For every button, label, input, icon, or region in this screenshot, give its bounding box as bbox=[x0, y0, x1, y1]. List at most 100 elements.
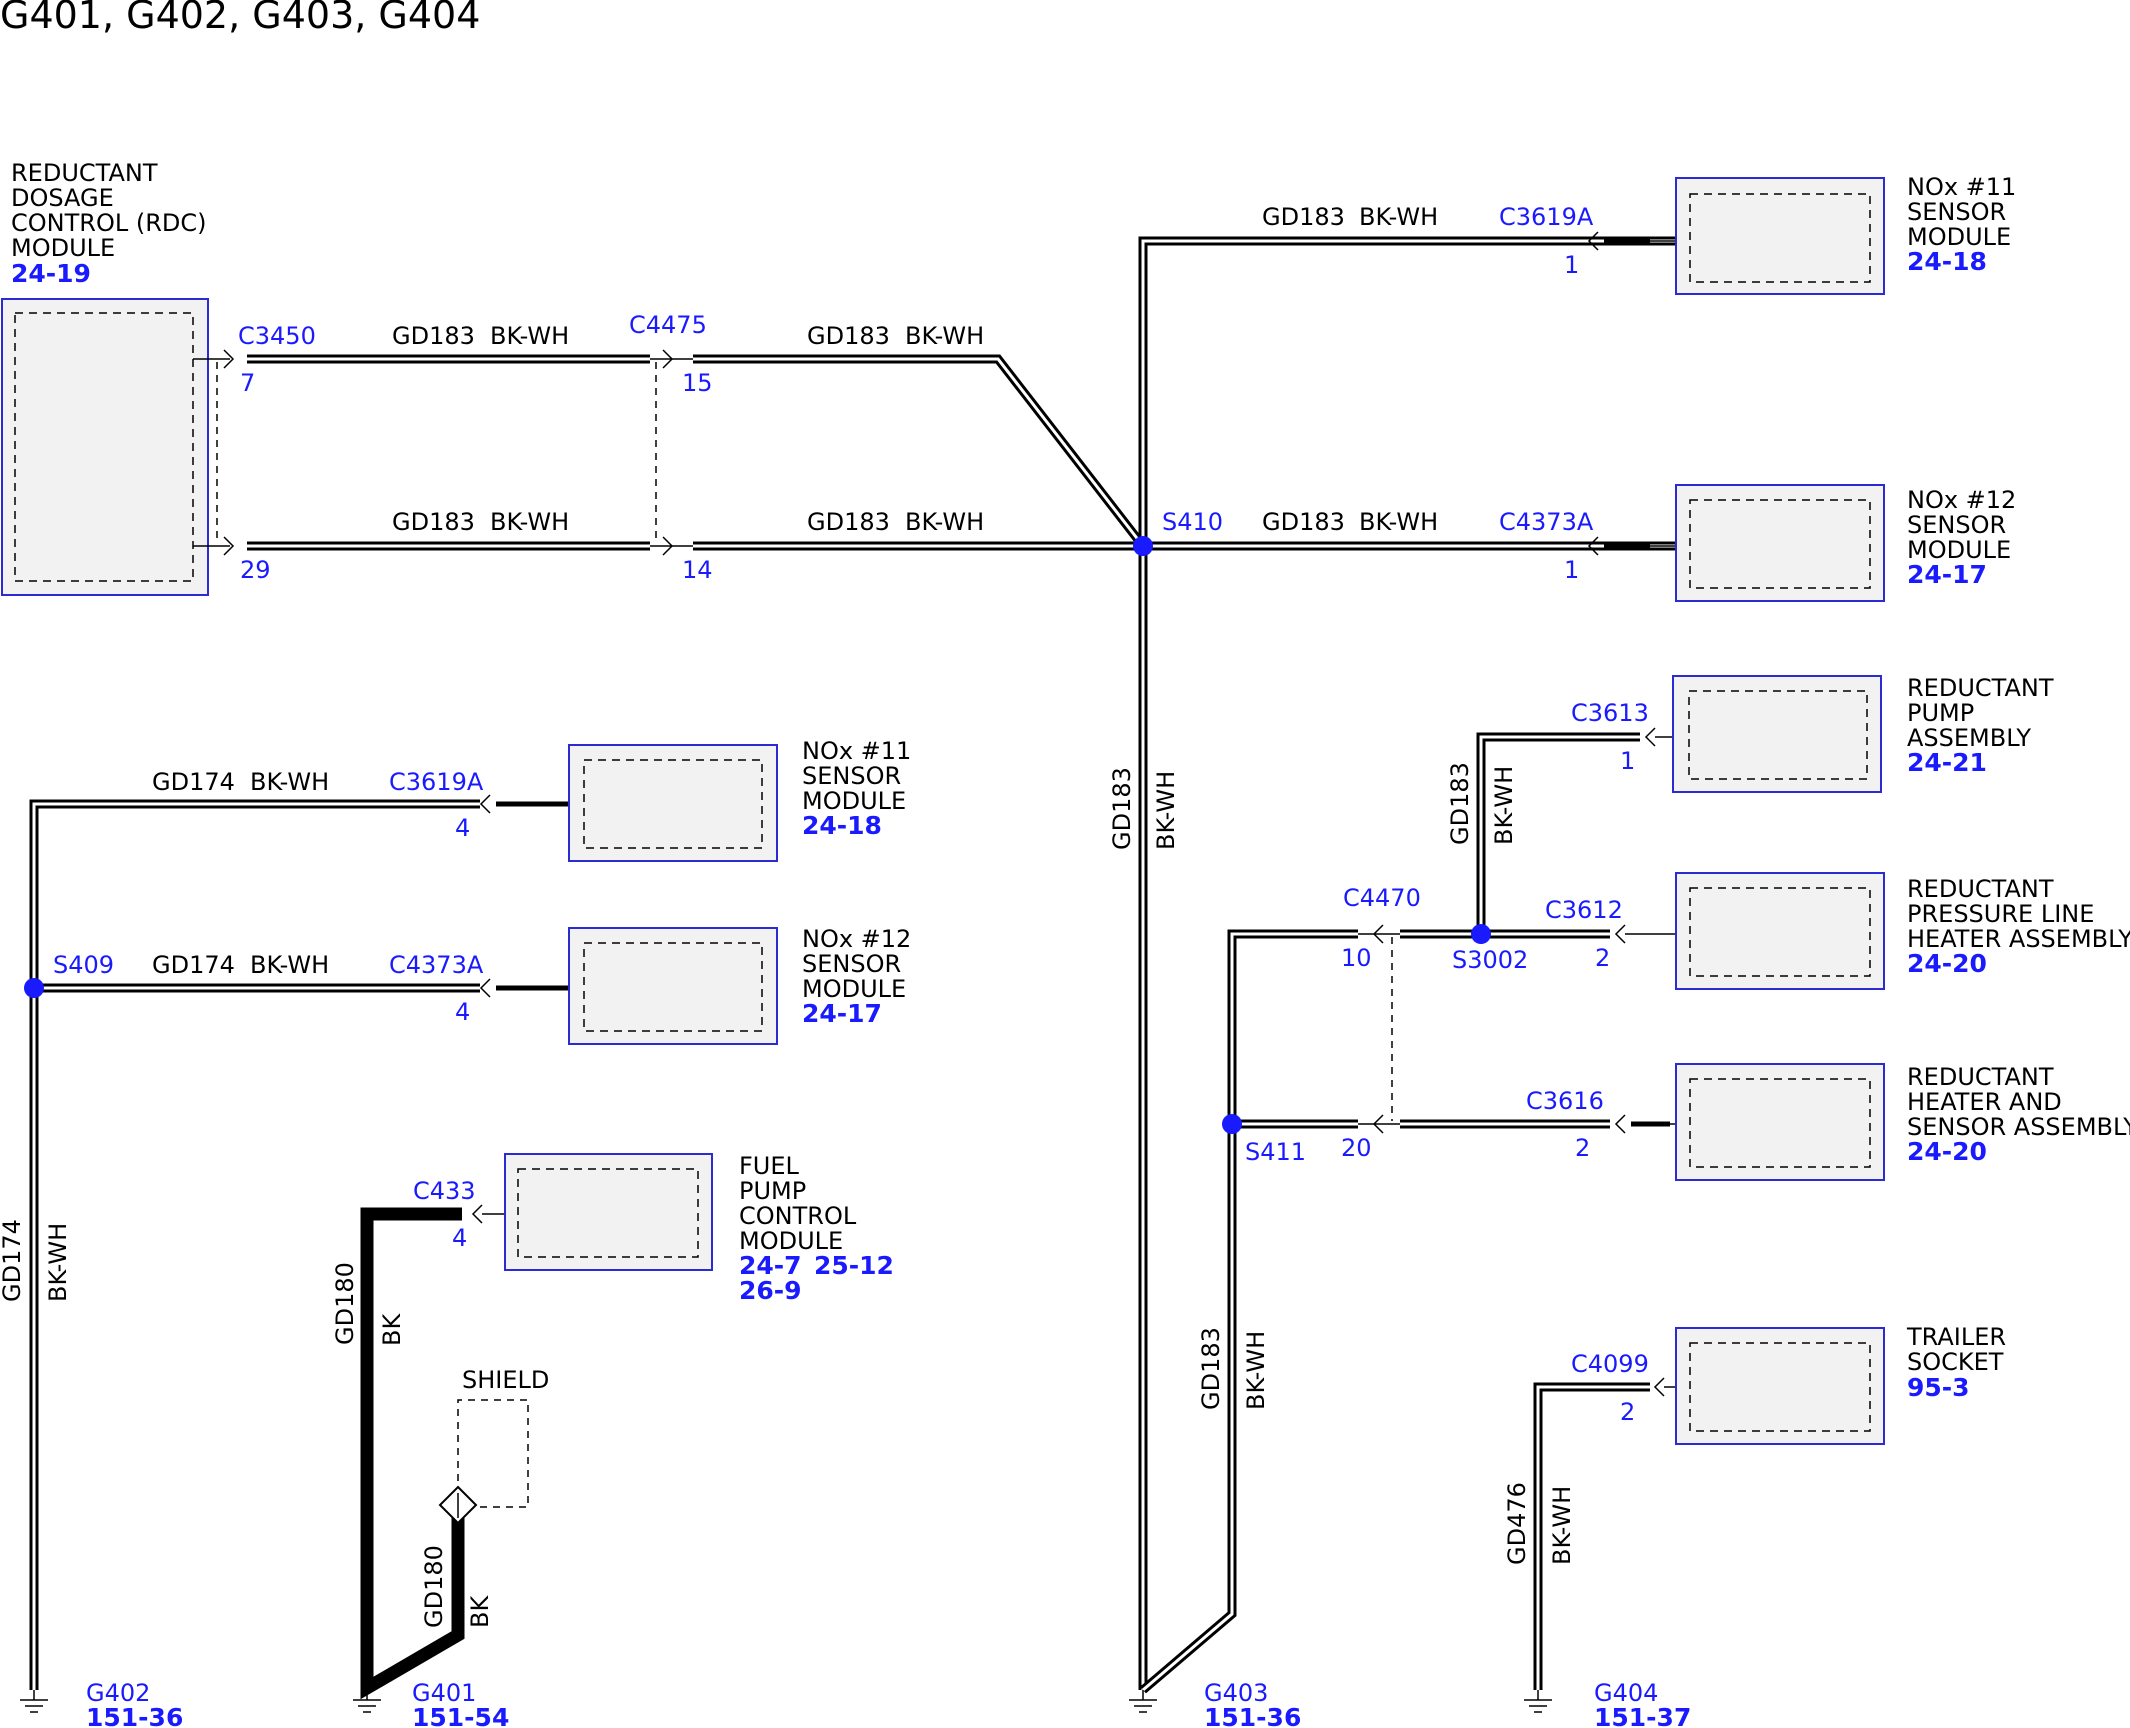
s3002-label: S3002 bbox=[1452, 946, 1528, 974]
rdc-ref: 24-19 bbox=[11, 259, 91, 288]
wire-gd183-c4475-upper bbox=[693, 354, 1147, 549]
fuel-pump-line-3: CONTROL bbox=[739, 1202, 857, 1230]
splice-s409 bbox=[24, 978, 44, 998]
c3613-label: C3613 bbox=[1571, 699, 1649, 727]
wire-gd476-trailer bbox=[1533, 1382, 1650, 1690]
wire-label-gd183: GD183 bbox=[807, 322, 890, 350]
c3619a-pin: 1 bbox=[1564, 251, 1579, 279]
fuel-pump-line-4: MODULE bbox=[739, 1227, 843, 1255]
g404-label: G404 bbox=[1594, 1679, 1658, 1707]
pump-ref: 24-21 bbox=[1907, 748, 1987, 777]
wire-label-gd183-vertical: GD183 bbox=[1446, 762, 1474, 845]
wire-label-bk-wh: BK-WH bbox=[905, 508, 984, 536]
c4475-pin-14: 14 bbox=[682, 556, 713, 584]
wire-label-gd183-vertical: GD183 bbox=[1108, 767, 1136, 850]
connector-c3619a-left: C3619A 4 bbox=[389, 768, 584, 842]
wire-label-bk-wh: BK-WH bbox=[490, 322, 569, 350]
wire-gd180-fuel-pump bbox=[360, 1207, 465, 1700]
rdc-module: REDUCTANT DOSAGE CONTROL (RDC) MODULE 24… bbox=[1, 159, 209, 596]
c3619a-left-pin: 4 bbox=[455, 814, 470, 842]
splice-s3002 bbox=[1471, 924, 1491, 944]
wire-label-gd174: GD174 bbox=[152, 951, 235, 979]
c4475-label: C4475 bbox=[629, 311, 707, 339]
reductant-pump-assembly: REDUCTANT PUMP ASSEMBLY 24-21 bbox=[1672, 674, 2054, 793]
wire-label-bk-wh: BK-WH bbox=[490, 508, 569, 536]
rdc-label-line-1: REDUCTANT bbox=[11, 159, 158, 187]
g402-ref: 151-36 bbox=[86, 1703, 183, 1728]
rdc-inner bbox=[14, 312, 194, 582]
nox12-left-line-2: SENSOR bbox=[802, 950, 901, 978]
c3616-label: C3616 bbox=[1526, 1087, 1604, 1115]
c3619a-label: C3619A bbox=[1499, 203, 1594, 231]
nox11-top-line-2: SENSOR bbox=[1907, 198, 2006, 226]
wire-gd183-trunk bbox=[1138, 236, 1690, 1690]
nox11-left-line-3: MODULE bbox=[802, 787, 906, 815]
c4373a-left-pin: 4 bbox=[455, 998, 470, 1026]
connector-c4099: C4099 2 bbox=[1571, 1350, 1690, 1426]
c4470-pin-20: 20 bbox=[1341, 1134, 1372, 1162]
c4373a-pin: 1 bbox=[1564, 556, 1579, 584]
splice-s410 bbox=[1133, 536, 1153, 556]
splice-s411 bbox=[1222, 1114, 1242, 1134]
trailer-socket: TRAILER SOCKET 95-3 bbox=[1675, 1323, 2006, 1445]
connector-c4373a-top: C4373A 1 bbox=[1499, 508, 1690, 584]
wire-s3002-pump bbox=[1476, 732, 1640, 934]
wire-label-bk-wh-vertical: BK-WH bbox=[1490, 766, 1518, 845]
nox11-top-line-3: MODULE bbox=[1907, 223, 2011, 251]
wire-label-bk-wh: BK-WH bbox=[1359, 203, 1438, 231]
rdc-label-line-3: CONTROL (RDC) bbox=[11, 209, 206, 237]
wire-label-bk-wh: BK-WH bbox=[250, 768, 329, 796]
connector-c4475: C4475 15 14 bbox=[629, 311, 713, 584]
wire-label-gd476-vertical: GD476 bbox=[1503, 1482, 1531, 1565]
c4470-pin-10: 10 bbox=[1341, 944, 1372, 972]
pump-line-3: ASSEMBLY bbox=[1907, 724, 2031, 752]
pressure-heater-line-1: REDUCTANT bbox=[1907, 875, 2054, 903]
connector-c3619a-top: C3619A 1 bbox=[1499, 203, 1690, 279]
wire-label-gd174-vertical: GD174 bbox=[0, 1219, 26, 1302]
c3616-pin: 2 bbox=[1575, 1134, 1590, 1162]
wire-label-gd183: GD183 bbox=[392, 508, 475, 536]
heater-sensor-ref: 24-20 bbox=[1907, 1137, 1987, 1166]
c433-label: C433 bbox=[413, 1177, 476, 1205]
connector-c433: C433 4 bbox=[413, 1177, 518, 1252]
nox12-top-ref: 24-17 bbox=[1907, 560, 1987, 589]
fuel-pump-line-1: FUEL bbox=[739, 1152, 800, 1180]
nox11-top-module: NOx #11 SENSOR MODULE 24-18 bbox=[1675, 173, 2016, 295]
nox12-top-module: NOx #12 SENSOR MODULE 24-17 bbox=[1675, 484, 2016, 602]
shield-label: SHIELD bbox=[462, 1366, 549, 1394]
c3450-pin-29: 29 bbox=[240, 556, 271, 584]
nox12-left-ref: 24-17 bbox=[802, 999, 882, 1028]
wire-label-bk-wh-vertical: BK-WH bbox=[1242, 1331, 1270, 1410]
nox11-left-line-1: NOx #11 bbox=[802, 737, 911, 765]
reductant-heater-sensor-assembly: REDUCTANT HEATER AND SENSOR ASSEMBLY 24-… bbox=[1675, 1063, 2130, 1181]
pressure-heater-ref: 24-20 bbox=[1907, 949, 1987, 978]
c4373a-left-label: C4373A bbox=[389, 951, 484, 979]
c4373a-label: C4373A bbox=[1499, 508, 1594, 536]
reductant-pressure-line-heater: REDUCTANT PRESSURE LINE HEATER ASSEMBLY … bbox=[1675, 872, 2130, 990]
page-title: G401, G402, G403, G404 bbox=[0, 0, 480, 37]
nox11-top-line-1: NOx #11 bbox=[1907, 173, 2016, 201]
wire-label-gd183-vertical: GD183 bbox=[1197, 1327, 1225, 1410]
c3612-label: C3612 bbox=[1545, 896, 1623, 924]
c3450-label: C3450 bbox=[238, 322, 316, 350]
ground-g402: G402 151-36 bbox=[20, 1679, 183, 1728]
wire-label-gd183: GD183 bbox=[1262, 203, 1345, 231]
shield-symbol: SHIELD bbox=[438, 1366, 549, 1525]
wire-label-bk-wh-vertical: BK-WH bbox=[44, 1223, 72, 1302]
wire-label-bk-wh: BK-WH bbox=[905, 322, 984, 350]
g403-label: G403 bbox=[1204, 1679, 1268, 1707]
connector-c3450: C3450 7 29 bbox=[193, 322, 316, 584]
wire-label-bk-wh-vertical: BK-WH bbox=[1548, 1486, 1576, 1565]
wire-label-bk-vertical: BK bbox=[466, 1595, 494, 1628]
g401-label: G401 bbox=[412, 1679, 476, 1707]
wire-label-gd180-vertical: GD180 bbox=[331, 1262, 359, 1345]
g401-ref: 151-54 bbox=[412, 1703, 509, 1728]
trailer-line-1: TRAILER bbox=[1906, 1323, 2006, 1351]
c3619a-left-label: C3619A bbox=[389, 768, 484, 796]
c3612-pin: 2 bbox=[1595, 944, 1610, 972]
wire-gd183-s411 bbox=[1140, 929, 1358, 1694]
c433-pin: 4 bbox=[452, 1224, 467, 1252]
fuel-pump-line-2: PUMP bbox=[739, 1177, 806, 1205]
s409-label: S409 bbox=[53, 951, 114, 979]
pump-line-2: PUMP bbox=[1907, 699, 1974, 727]
